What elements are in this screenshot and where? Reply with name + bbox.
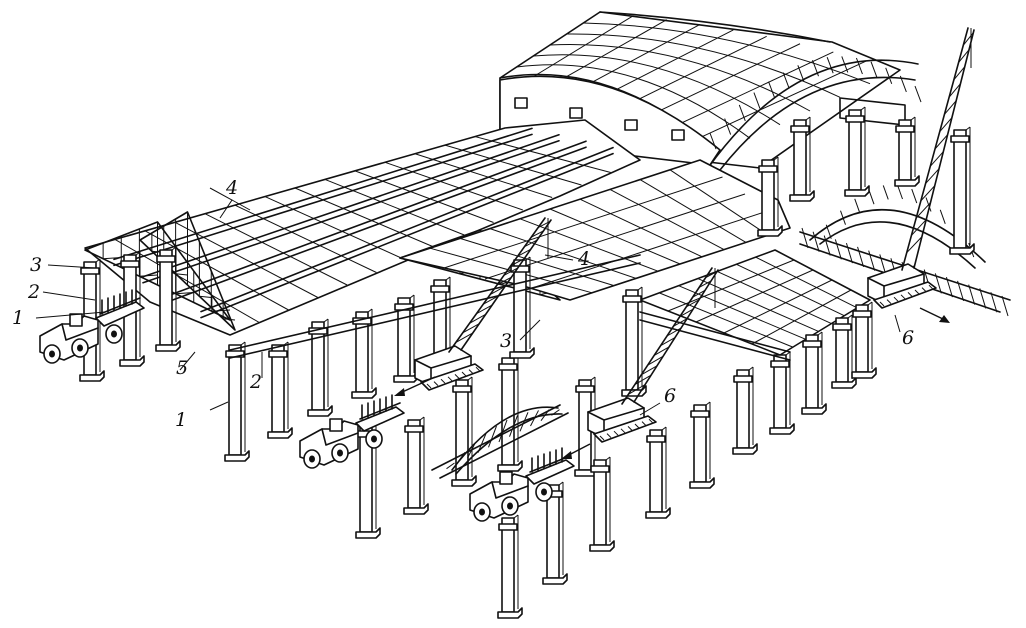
mobile-cranes [414,27,975,443]
column-grid [79,106,975,619]
column [509,256,535,359]
truck-icon [469,447,575,522]
label-2-beam: 2 [27,281,40,303]
column [801,331,827,415]
label-1-column-lower: 1 [175,409,187,431]
column [757,156,783,237]
crane-icon [867,27,975,309]
label-5-element: 5 [176,357,188,379]
long-shed-roof [84,119,641,336]
column [224,341,250,462]
leader-lines [35,187,901,416]
column [769,351,795,435]
movement-arrows [394,307,950,459]
column [307,318,333,417]
column [589,456,615,552]
column [267,341,293,439]
label-6-crane-right: 6 [902,327,914,349]
label-1-column: 1 [12,307,24,329]
truck-icon [299,394,405,469]
label-3-truss: 3 [30,254,42,276]
column [894,116,920,187]
column [497,354,523,472]
truck-icon [39,289,145,364]
column [645,426,671,519]
column [155,246,181,352]
column [497,514,523,619]
column [403,416,429,515]
column [844,106,870,197]
trucks [39,289,575,522]
column [949,126,975,255]
column [732,366,758,455]
column [542,481,568,585]
column [851,301,877,379]
label-3-truss-middle: 3 [500,330,512,352]
label-4-roof: 4 [225,177,238,199]
precast-truss-stack [431,404,569,479]
label-6-crane: 6 [664,385,676,407]
column [831,314,857,389]
crane-icon [587,267,719,443]
label-4-roof-right: 4 [577,248,590,270]
column [789,116,815,202]
column [351,308,377,399]
crane-beams [229,254,791,361]
crane-icon [414,217,552,391]
callout-labels: 4 4 3 3 2 2 1 1 5 6 6 [12,177,914,431]
label-2-crane-beam: 2 [249,371,262,393]
column [689,401,715,489]
